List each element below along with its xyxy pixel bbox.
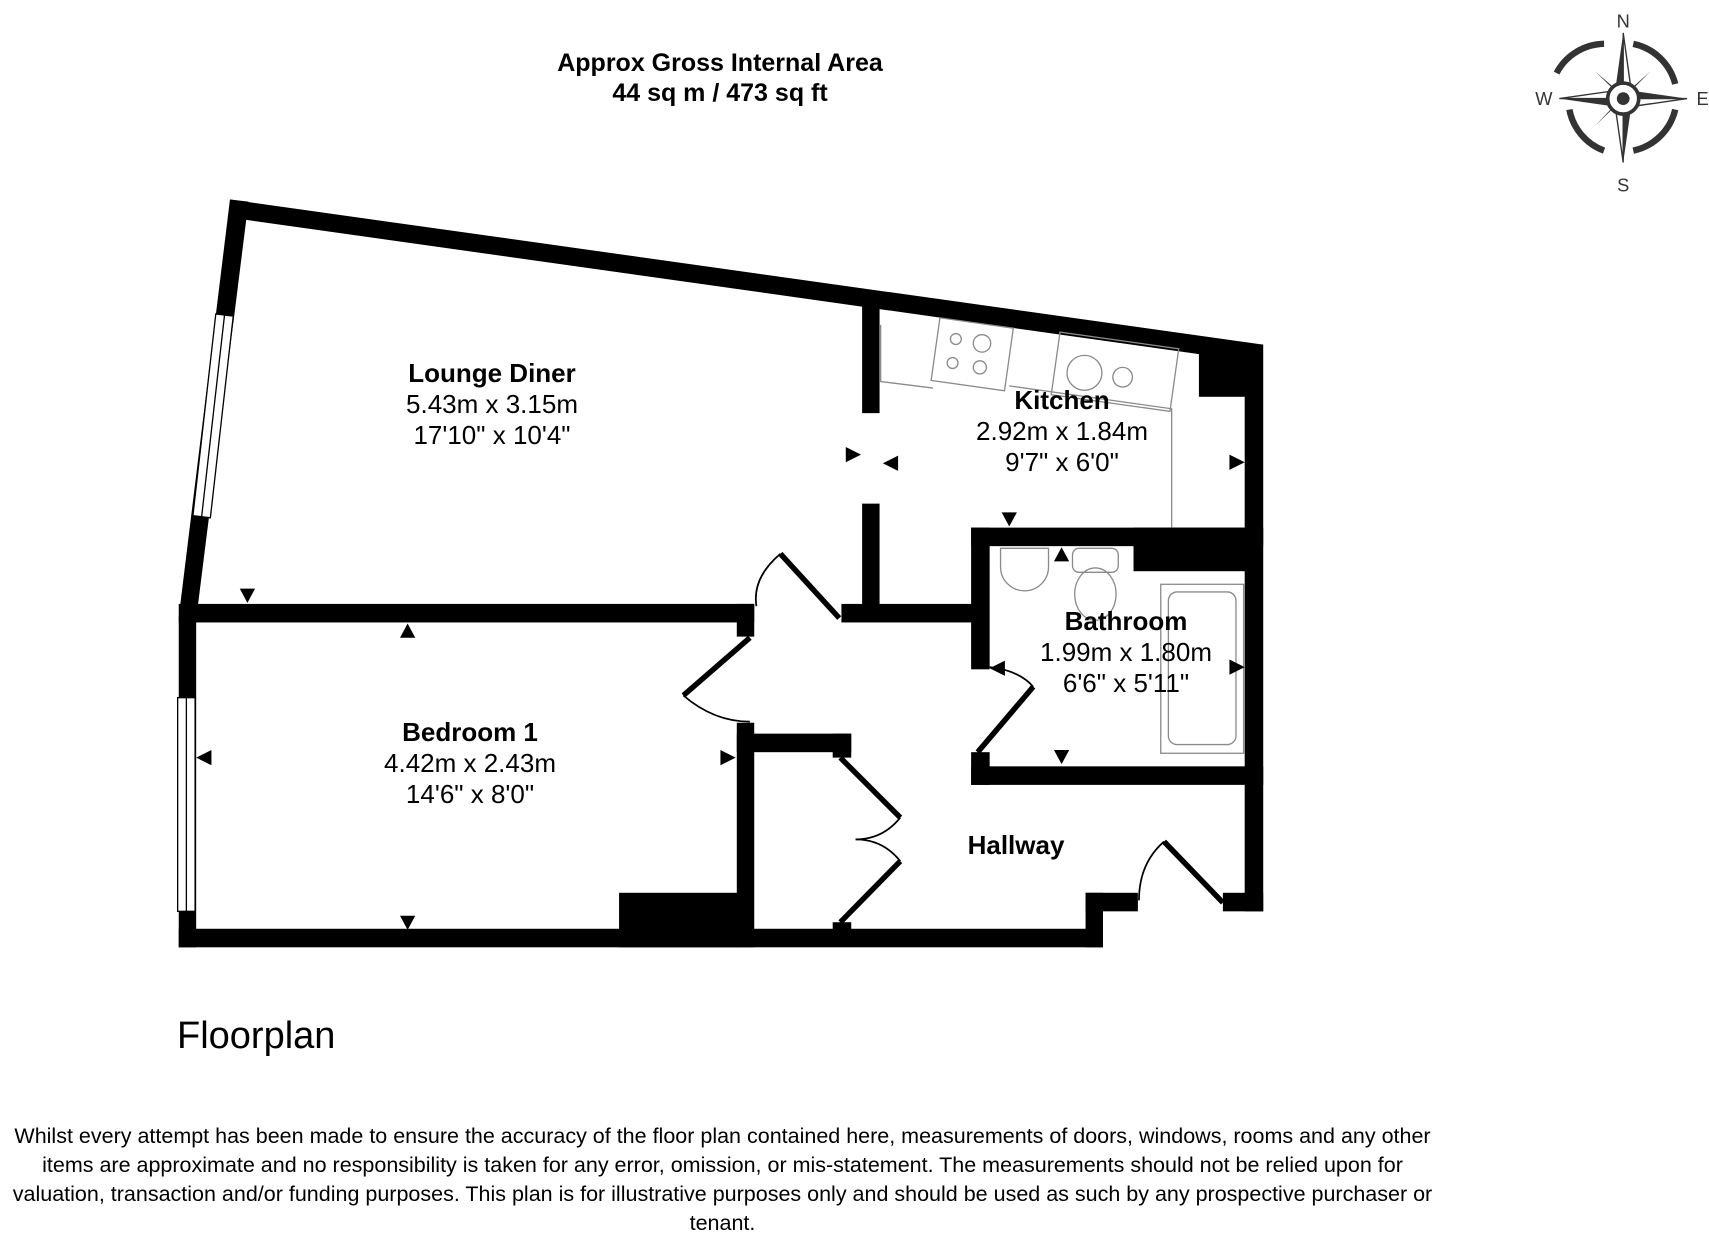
floorplan-label: Floorplan <box>177 1015 336 1057</box>
compass-north: N <box>1617 10 1630 31</box>
room-hallway: Hallway <box>968 830 1065 861</box>
compass-south: S <box>1617 175 1629 196</box>
room-metric: 4.42m x 2.43m <box>384 748 556 778</box>
room-imperial: 14'6" x 8'0" <box>405 779 535 809</box>
area-title: Approx Gross Internal Area <box>557 49 883 77</box>
room-name: Lounge Diner <box>408 358 576 388</box>
room-name: Hallway <box>967 830 1065 860</box>
room-name: Kitchen <box>1014 385 1110 415</box>
gross-internal-area-heading: Approx Gross Internal Area 44 sq m / 473… <box>500 48 940 108</box>
compass-west: W <box>1535 88 1553 109</box>
room-lounge-diner: Lounge Diner 5.43m x 3.15m 17'10" x 10'4… <box>406 358 578 451</box>
disclaimer-text: Whilst every attempt has been made to en… <box>12 1124 1433 1235</box>
area-value: 44 sq m / 473 sq ft <box>612 79 828 107</box>
room-imperial: 6'6" x 5'11" <box>1062 668 1190 698</box>
room-bathroom: Bathroom 1.99m x 1.80m 6'6" x 5'11" <box>1040 606 1212 699</box>
room-bedroom-1: Bedroom 1 4.42m x 2.43m 14'6" x 8'0" <box>384 717 556 810</box>
room-kitchen: Kitchen 2.92m x 1.84m 9'7" x 6'0" <box>976 385 1148 478</box>
room-metric: 2.92m x 1.84m <box>976 416 1148 446</box>
room-imperial: 17'10" x 10'4" <box>413 420 571 450</box>
room-imperial: 9'7" x 6'0" <box>1005 447 1119 477</box>
compass-east: E <box>1697 88 1709 109</box>
room-name: Bedroom 1 <box>402 717 538 747</box>
room-name: Bathroom <box>1064 606 1188 636</box>
compass-rose-icon: N S W E <box>1535 10 1709 196</box>
room-metric: 1.99m x 1.80m <box>1040 637 1212 667</box>
room-metric: 5.43m x 3.15m <box>406 389 578 419</box>
